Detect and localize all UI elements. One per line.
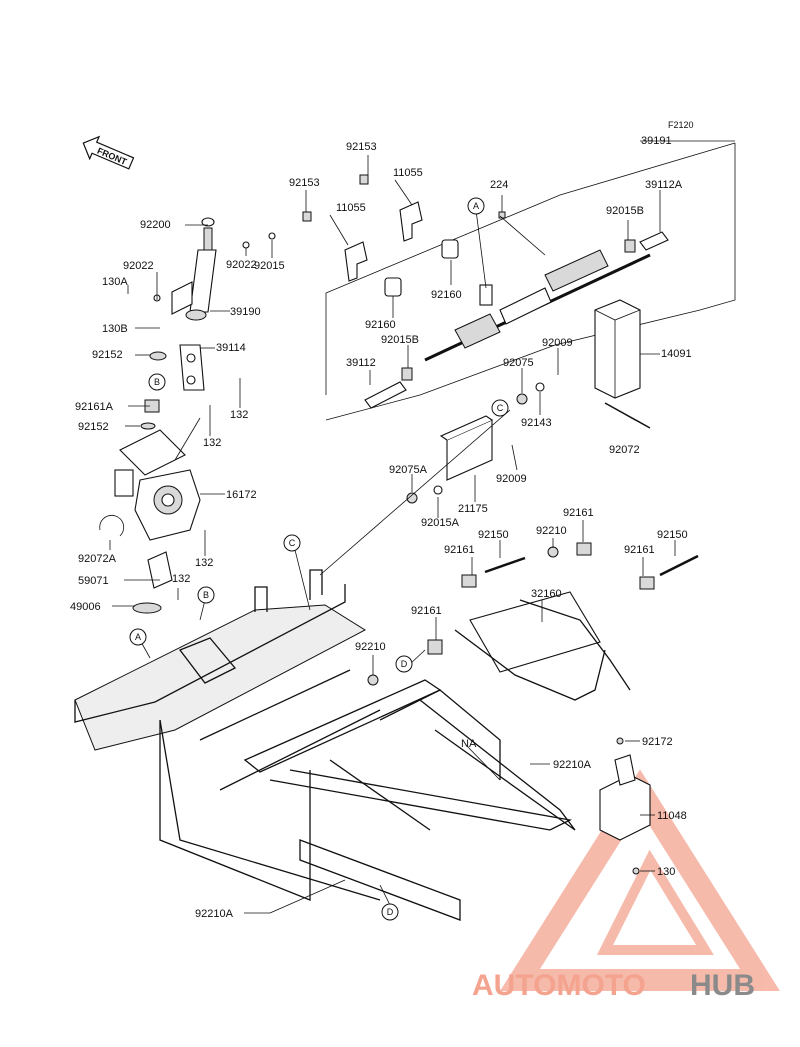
svg-text:D: D [401,659,408,669]
bracket-11048 [599,737,651,875]
label-92072: 92072 [609,444,640,456]
label-21175: 21175 [458,503,488,515]
svg-text:B: B [203,590,209,600]
label-11048: 11048 [657,810,687,822]
watermark-brand-part2: HUB [690,969,755,1002]
label-92161-b: 92161 [563,507,594,519]
label-92075: 92075 [503,357,534,369]
label-92200: 92200 [140,219,171,231]
label-92022-b: 92022 [226,259,257,271]
label-92015B-top: 92015B [606,205,644,217]
watermark-logo [500,769,780,991]
watermark-brand-part1: AUTOMOTO [472,969,646,1002]
callout-c-frame: C [283,534,301,552]
svg-text:C: C [289,538,296,548]
label-92210-b: 92210 [355,641,386,653]
label-92022-a: 92022 [123,260,154,272]
callout-c-top: C [491,399,509,417]
label-132-b: 132 [203,437,221,449]
label-39112: 39112 [346,357,376,369]
cover-14091 [594,299,641,399]
label-92161-c: 92161 [624,544,655,556]
svg-text:A: A [135,632,141,642]
label-92152-a: 92152 [92,349,123,361]
label-92210A-bottom: 92210A [195,908,234,920]
label-92150-a: 92150 [478,529,509,541]
callout-a-frame: A [129,628,147,646]
callout-d-mid: D [395,655,413,673]
label-92160-b: 92160 [365,319,396,331]
label-92152-b: 92152 [78,421,109,433]
swing-arm-32160 [367,542,699,701]
label-92015A: 92015A [421,517,460,529]
label-224: 224 [490,179,508,191]
figure-code: F2120 [668,120,694,130]
label-92015B: 92015B [381,334,419,346]
label-92015: 92015 [254,260,285,272]
label-92172: 92172 [642,736,673,748]
label-92153-b: 92153 [289,177,320,189]
rack-clamps [302,174,506,297]
callout-b-frame: B [197,586,215,604]
label-39114: 39114 [216,342,246,354]
label-130B: 130B [102,323,128,335]
callout-b-left: B [148,373,166,391]
label-39190: 39190 [230,306,261,318]
front-arrow-icon: FRONT [82,135,135,170]
power-steering-unit [114,429,201,541]
svg-text:D: D [387,907,394,917]
label-92160-a: 92160 [431,289,462,301]
svg-text:A: A [473,201,479,211]
label-92210-a: 92210 [536,525,567,537]
label-59071: 59071 [78,575,109,587]
label-11055-a: 11055 [393,167,423,179]
label-NA: NA [461,738,477,750]
circlip-92072A [99,514,125,537]
washer-49006 [132,602,162,614]
label-92153-a: 92153 [346,141,377,153]
callout-a-top: A [467,197,485,215]
label-130A: 130A [102,276,128,288]
label-32160: 32160 [531,588,562,600]
label-92072A: 92072A [78,553,117,565]
label-132-d: 132 [172,573,190,585]
vehicle-frame [74,569,576,921]
label-130: 130 [657,866,675,878]
label-11055-b: 11055 [336,202,366,214]
label-132-c: 132 [195,557,213,569]
label-92161-a: 92161 [444,544,475,556]
label-92161A: 92161A [75,401,114,413]
leader-lines [109,140,735,914]
svg-text:C: C [497,403,504,413]
label-14091: 14091 [661,348,692,360]
label-132-a: 132 [230,409,248,421]
label-92150-b: 92150 [657,529,688,541]
label-92143: 92143 [521,417,552,429]
label-92009-a: 92009 [542,337,573,349]
steering-rack [364,231,669,409]
label-39112A: 39112A [645,179,683,191]
joint-59071 [147,551,173,589]
label-92075A: 92075A [389,464,428,476]
callout-d-bottom: D [381,903,399,921]
label-92161-d: 92161 [411,605,442,617]
svg-text:B: B [154,377,160,387]
watermark-text: AUTOMOTO HUB [472,969,755,1002]
label-49006: 49006 [70,601,101,613]
part-labels: 39191 92153 11055 92153 224 39112A 11055… [70,135,692,920]
label-39191: 39191 [641,135,672,147]
label-92009-b: 92009 [496,473,527,485]
steering-column [140,217,276,430]
label-92210A-right: 92210A [553,759,592,771]
label-16172: 16172 [226,489,257,501]
